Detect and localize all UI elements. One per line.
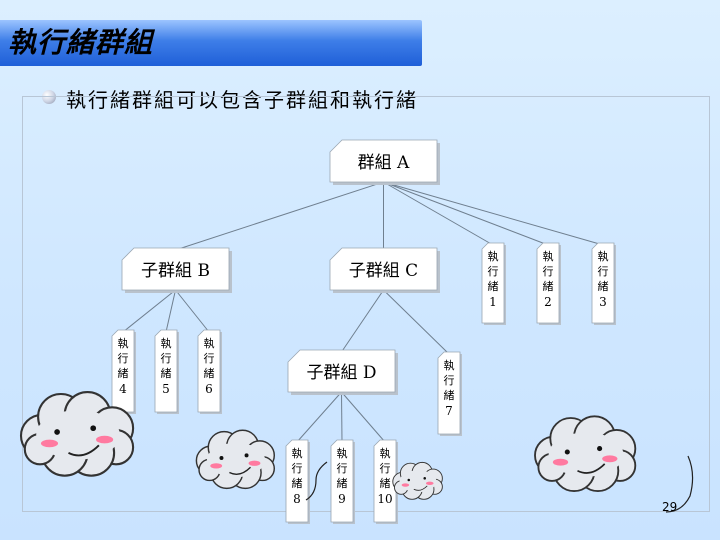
thread-label: 執行緒 — [444, 359, 455, 402]
edge-D-9 — [341, 391, 343, 443]
edge-C-D — [341, 289, 384, 353]
thread-number: 9 — [338, 492, 346, 506]
thread-box-8: 執行緒 8 — [285, 439, 310, 524]
thread-box-2: 執行緒 2 — [536, 242, 561, 325]
edge-A-2 — [383, 181, 549, 246]
cloud-center-icon — [195, 429, 276, 490]
edge-C-7 — [383, 289, 450, 355]
edge-A-3 — [383, 181, 604, 246]
thread-box-7: 執行緒 7 — [437, 351, 462, 436]
thread-label: 執行緒 — [161, 337, 172, 380]
thread-label: 執行緒 — [380, 447, 391, 490]
thread-number: 2 — [544, 295, 552, 309]
thread-box-4: 執行緒 4 — [111, 329, 136, 414]
thread-number: 6 — [205, 382, 213, 396]
group-label: 子群組 D — [306, 363, 376, 383]
thread-number: 8 — [293, 492, 301, 506]
thread-label: 執行緒 — [598, 250, 609, 293]
thread-box-6: 執行緒 6 — [197, 329, 222, 414]
group-label: 子群組 C — [349, 261, 418, 281]
thread-number: 7 — [445, 404, 453, 418]
slide-subtitle: 執行緒群組可以包含子群組和執行緒 — [66, 88, 418, 112]
group-box-B: 子群組 B — [121, 247, 232, 293]
thread-label: 執行緒 — [488, 250, 499, 293]
thread-box-3: 執行緒 3 — [591, 242, 616, 325]
group-box-A: 群組 A — [329, 139, 440, 185]
thread-box-1: 執行緒 1 — [481, 242, 506, 325]
cloud-small-icon — [392, 461, 443, 500]
thread-number: 5 — [162, 382, 170, 396]
title-bar — [0, 20, 422, 66]
page-number: 29 — [662, 500, 678, 514]
group-box-C: 子群組 C — [329, 247, 440, 293]
thread-label: 執行緒 — [292, 447, 303, 490]
thread-label: 執行緒 — [337, 447, 348, 490]
thread-label: 執行緒 — [118, 337, 129, 380]
cloud-string — [305, 461, 328, 501]
edge-B-6 — [175, 289, 210, 333]
thread-label: 執行緒 — [204, 337, 215, 380]
thread-number: 10 — [377, 492, 392, 506]
content-frame — [22, 96, 710, 512]
edge-D-8 — [296, 391, 342, 443]
connector-lines — [122, 181, 604, 443]
thread-box-10: 執行緒 10 — [373, 439, 398, 524]
thread-box-5: 執行緒 5 — [154, 329, 179, 414]
thread-number: 4 — [119, 382, 127, 396]
cloud-left-icon — [19, 391, 135, 477]
group-box-D: 子群組 D — [287, 349, 398, 395]
group-label: 子群組 B — [141, 261, 210, 281]
slide-title: 執行緒群組 — [8, 26, 154, 59]
thread-label: 執行緒 — [543, 250, 554, 293]
bullet-icon — [42, 90, 56, 104]
edge-B-4 — [122, 289, 176, 333]
edge-A-B — [175, 181, 384, 251]
cloud-string — [665, 455, 694, 513]
thread-number: 1 — [489, 295, 497, 309]
cloud-right-icon — [534, 415, 637, 493]
edge-D-10 — [341, 391, 386, 443]
thread-box-9: 執行緒 9 — [330, 439, 355, 524]
edge-A-1 — [383, 181, 494, 246]
group-label: 群組 A — [358, 153, 410, 173]
thread-number: 3 — [599, 295, 607, 309]
edge-B-5 — [165, 289, 176, 333]
